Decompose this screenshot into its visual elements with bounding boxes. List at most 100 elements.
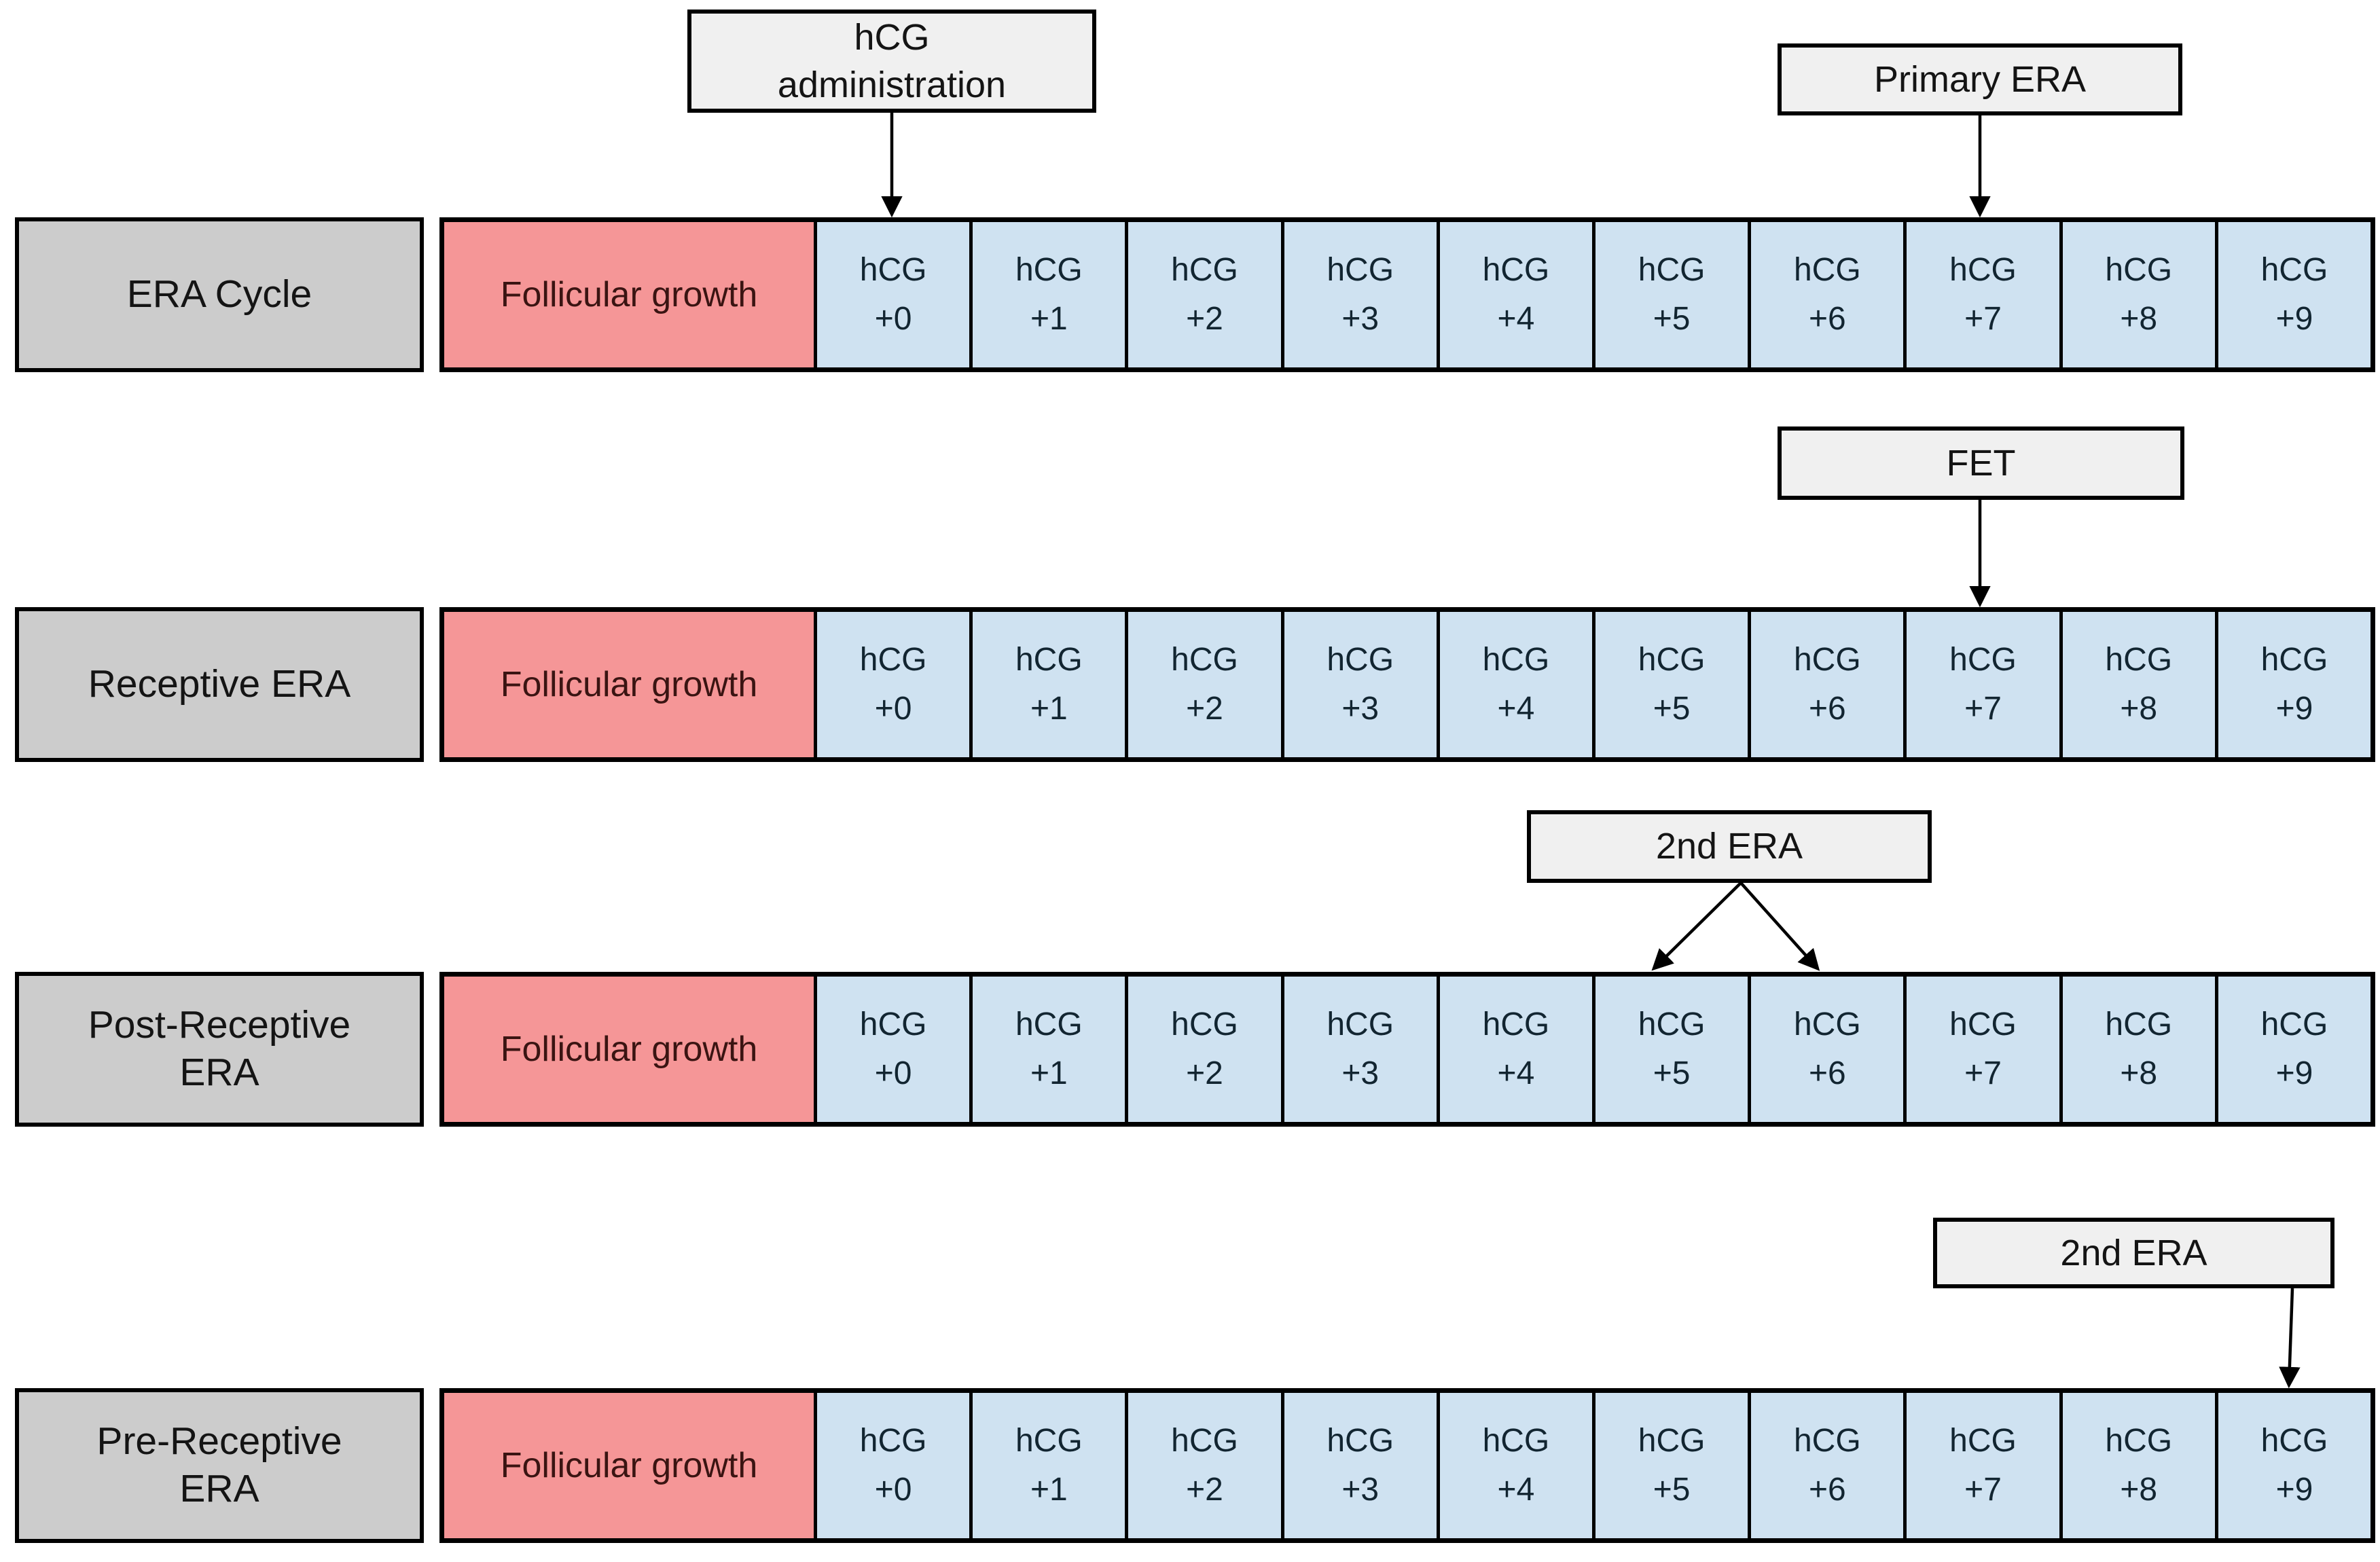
day-cell-line2: +4 bbox=[1497, 1472, 1535, 1508]
callout-2nd-era-row3: 2nd ERA bbox=[1527, 810, 1932, 883]
day-cell-hcg-plus-2: hCG+2 bbox=[1125, 612, 1281, 757]
day-cell-line1: hCG bbox=[1638, 252, 1706, 288]
day-cell-line2: +4 bbox=[1497, 691, 1535, 727]
row-label-text: Receptive ERA bbox=[88, 662, 351, 706]
day-cell-line1: hCG bbox=[2105, 1006, 2173, 1042]
day-cell-line1: hCG bbox=[1793, 642, 1861, 678]
day-cell-line1: hCG bbox=[1327, 642, 1394, 678]
callout-text: 2nd ERA bbox=[2060, 1232, 2207, 1273]
day-cell-line1: hCG bbox=[1949, 642, 2017, 678]
day-cell-line1: hCG bbox=[859, 1006, 927, 1042]
day-cell-line2: +4 bbox=[1497, 1055, 1535, 1091]
day-cell-line1: hCG bbox=[1793, 1006, 1861, 1042]
day-cell-line2: +1 bbox=[1030, 1472, 1068, 1508]
day-cell-hcg-plus-7: hCG +7 bbox=[1903, 222, 2059, 367]
day-cell-line1: hCG bbox=[859, 1423, 927, 1459]
day-cell-hcg-plus-9: hCG+9 bbox=[2214, 612, 2371, 757]
arrow-line-callout-2nd-era-row3 bbox=[1739, 882, 1820, 971]
day-cell-hcg-plus-4: hCG +4 bbox=[1436, 977, 1593, 1122]
day-cell-line1: hCG bbox=[859, 252, 927, 288]
day-cell-hcg-plus-1: hCG+1 bbox=[969, 977, 1125, 1122]
day-cell-hcg-plus-9: hCG+9 bbox=[2214, 1393, 2371, 1538]
day-cell-line2: +8 bbox=[2120, 691, 2158, 727]
day-cell-hcg-plus-8: hCG+8 bbox=[2059, 612, 2215, 757]
day-cell-hcg-plus-5: hCG+5 bbox=[1592, 977, 1748, 1122]
day-cell-line2: +7 bbox=[1964, 1472, 2002, 1508]
day-cell-line2: +0 bbox=[874, 1055, 912, 1091]
day-cell-line1: hCG bbox=[2105, 1423, 2173, 1459]
day-cell-hcg-plus-0: hCG+0 bbox=[814, 222, 970, 367]
row-label-text: ERA bbox=[179, 1467, 259, 1510]
day-cell-hcg-plus-8: hCG +8 bbox=[2059, 977, 2215, 1122]
day-cell-line1: hCG bbox=[1482, 642, 1550, 678]
day-cell-line2: +2 bbox=[1186, 301, 1223, 337]
day-cell-line2: +5 bbox=[1653, 691, 1691, 727]
callout-text: administration bbox=[777, 65, 1007, 105]
day-cell-line1: hCG bbox=[2260, 252, 2328, 288]
day-cell-line2: +6 bbox=[1808, 301, 1846, 337]
callout-text: Primary ERA bbox=[1873, 58, 2087, 100]
day-cell-line2: +8 bbox=[2120, 1055, 2158, 1091]
day-cell-line1: hCG bbox=[1949, 1423, 2017, 1459]
day-cell-line1: hCG bbox=[1327, 1423, 1394, 1459]
day-cell-line2: +8 bbox=[2120, 1472, 2158, 1508]
day-cell-line2: +7 bbox=[1964, 301, 2002, 337]
day-cell-line1: hCG bbox=[1482, 1423, 1550, 1459]
day-cell-line1: hCG bbox=[1638, 1423, 1706, 1459]
row-label-text: Post-Receptive bbox=[88, 1003, 351, 1047]
day-cell-hcg-plus-5: hCG +5 bbox=[1592, 1393, 1748, 1538]
day-cell-hcg-plus-7: hCG+7 bbox=[1903, 612, 2059, 757]
day-cell-line1: hCG bbox=[1327, 1006, 1394, 1042]
callout-primary-era-row1: Primary ERA bbox=[1778, 43, 2182, 115]
day-cell-line1: hCG bbox=[1793, 1423, 1861, 1459]
day-cell-line2: +7 bbox=[1964, 1055, 2002, 1091]
day-cell-hcg-plus-5: hCG +5 bbox=[1592, 222, 1748, 367]
day-cell-line2: +9 bbox=[2275, 301, 2313, 337]
arrow-line-callout-2nd-era-row3 bbox=[1651, 882, 1742, 971]
arrow-line-callout-2nd-era-row4 bbox=[2279, 1288, 2301, 1389]
day-cell-line2: +9 bbox=[2275, 1472, 2313, 1508]
day-cell-hcg-plus-6: hCG +6 bbox=[1748, 1393, 1904, 1538]
callout-text: FET bbox=[1946, 442, 2016, 484]
day-cell-line1: hCG bbox=[1949, 252, 2017, 288]
day-cell-line2: +2 bbox=[1186, 691, 1223, 727]
day-cell-line2: +1 bbox=[1030, 691, 1068, 727]
day-cell-line2: +5 bbox=[1653, 301, 1691, 337]
day-cell-line1: hCG bbox=[1482, 1006, 1550, 1042]
follicular-growth-label: Follicular growth bbox=[500, 1446, 758, 1485]
day-cell-line2: +3 bbox=[1341, 1055, 1380, 1091]
day-cell-hcg-plus-9: hCG +9 bbox=[2214, 222, 2371, 367]
day-cell-hcg-plus-6: hCG +6 bbox=[1748, 977, 1904, 1122]
day-cell-line1: hCG bbox=[1482, 252, 1550, 288]
day-cell-line1: hCG bbox=[1015, 1423, 1083, 1459]
day-cell-line2: +1 bbox=[1030, 301, 1068, 337]
callout-text: hCG bbox=[854, 16, 930, 58]
row-label-text: ERA Cycle bbox=[126, 272, 312, 316]
row-label-era-cycle: ERA Cycle bbox=[15, 217, 424, 372]
day-cell-line2: +6 bbox=[1808, 1055, 1846, 1091]
day-cell-line2: +0 bbox=[874, 1472, 912, 1508]
follicular-growth-cell: Follicular growth bbox=[444, 612, 814, 757]
day-cell-hcg-plus-4: hCG +4 bbox=[1436, 1393, 1593, 1538]
day-cell-hcg-plus-7: hCG +7 bbox=[1903, 977, 2059, 1122]
day-cell-line1: hCG bbox=[1949, 1006, 2017, 1042]
day-cell-line1: hCG bbox=[1015, 252, 1083, 288]
day-cell-line2: +6 bbox=[1808, 1472, 1846, 1508]
callout-2nd-era-row4: 2nd ERA bbox=[1933, 1218, 2334, 1288]
day-cell-line1: hCG bbox=[1015, 642, 1083, 678]
day-cell-line2: +4 bbox=[1497, 301, 1535, 337]
day-cell-hcg-plus-4: hCG +4 bbox=[1436, 612, 1593, 757]
day-cell-hcg-plus-5: hCG+5 bbox=[1592, 612, 1748, 757]
day-cell-hcg-plus-3: hCG+3 bbox=[1280, 1393, 1437, 1538]
day-cell-line2: +5 bbox=[1653, 1055, 1691, 1091]
day-cell-hcg-plus-6: hCG+6 bbox=[1748, 612, 1904, 757]
day-cell-hcg-plus-2: hCG+2 bbox=[1125, 1393, 1281, 1538]
day-cell-line1: hCG bbox=[1793, 252, 1861, 288]
day-cell-line2: +5 bbox=[1653, 1472, 1691, 1508]
day-cell-line2: +9 bbox=[2275, 1055, 2313, 1091]
